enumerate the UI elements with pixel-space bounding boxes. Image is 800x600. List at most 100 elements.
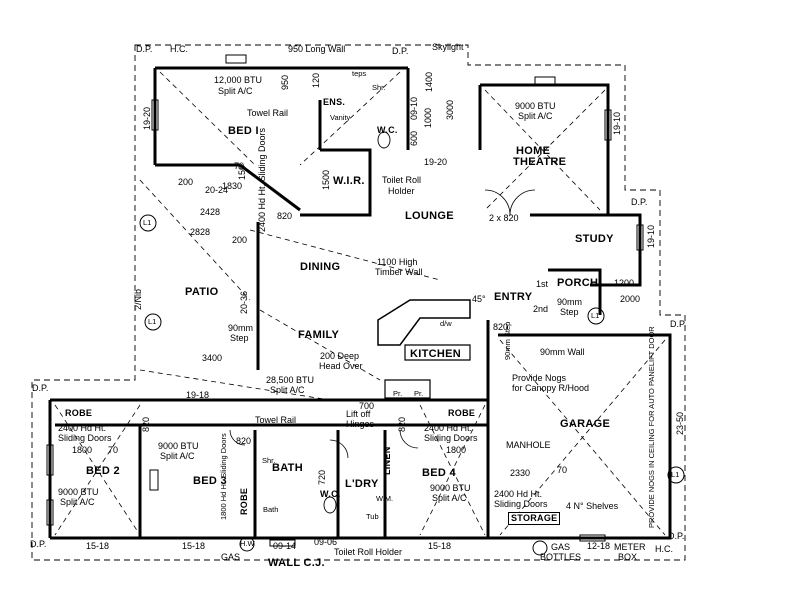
note-downpipe: D.P. (30, 539, 47, 549)
note-manhole: MANHOLE (506, 440, 551, 450)
dimension: 3400 (202, 353, 223, 363)
note-timber-wall: Timber Wall (375, 267, 423, 277)
dimension: 15-18 (86, 541, 110, 551)
note-head-depth: 200 Deep (320, 351, 360, 361)
dimension: 20-36 (239, 290, 249, 314)
room-bed4: BED 4 (422, 467, 456, 479)
note-step-height: 90mm (557, 297, 583, 307)
note-provide-nogs: Provide Nogs (512, 373, 567, 383)
note-control-joint: WALL C.J. (268, 557, 325, 569)
note-step: Step (230, 333, 249, 343)
section-label: L1 (591, 311, 600, 320)
dimension: 720 (317, 469, 327, 485)
dimension: 70 (108, 445, 119, 455)
dimension: 70 (234, 161, 245, 171)
gas-bottle-marker (532, 540, 548, 556)
dimension: 09-06 (314, 537, 338, 547)
note-sliding-doors: Sliding Doors (494, 499, 548, 509)
room-home-theatre-line2: THEATRE (513, 156, 567, 168)
dimension: 19-20 (424, 157, 448, 167)
dimension: 600 (409, 130, 419, 146)
note-downpipe: D.P. (670, 319, 687, 329)
note-sliding-doors: Sliding Doors (58, 433, 112, 443)
dimension: 1800 (446, 445, 467, 455)
section-marker-l1-d (667, 466, 685, 484)
note-skylight: Skylight (432, 42, 464, 52)
kitchen-island (404, 344, 471, 361)
room-porch: PORCH (557, 277, 599, 289)
note-ac-type: Split A/C (518, 111, 553, 121)
room-bath: BATH (272, 462, 303, 474)
note-sliding-doors: 1800 Hd Ht. Sliding Doors (219, 433, 228, 520)
note-downpipe: D.P. (668, 531, 685, 541)
note-toilet-roll-holder: Toilet Roll Holder (334, 547, 403, 557)
note-pantry: Pr. (393, 389, 403, 398)
room-robe-bed3: ROBE (239, 487, 249, 515)
dimension: 19-10 (612, 111, 622, 135)
note-tub: Tub (366, 512, 379, 521)
room-wc-ensuite: W.C. (377, 125, 398, 135)
kitchen-bench (377, 299, 471, 346)
dimension: 950 (280, 74, 290, 90)
room-wc: W.C. (320, 489, 341, 499)
dimension: 19-18 (186, 390, 210, 400)
roof-outline (31, 44, 686, 561)
note-door-height: 2400 Hd Ht. (58, 423, 107, 433)
room-bed1: BED I (228, 125, 259, 137)
note-gas: GAS (221, 552, 241, 562)
room-storage: STORAGE (508, 512, 561, 525)
note-toilet-roll: Toilet Roll (382, 175, 422, 185)
room-dining: DINING (300, 261, 341, 273)
note-step: Step (560, 307, 579, 317)
note-ac-capacity: 12,000 BTU (214, 75, 263, 85)
room-study: STUDY (575, 233, 614, 245)
dimension: 1200 (614, 278, 635, 288)
room-patio: PATIO (185, 286, 219, 298)
section-marker-l1-a (139, 214, 157, 232)
section-label: L1 (671, 470, 680, 479)
dimension: 19-10 (646, 224, 656, 248)
note-ac-type: Split A/C (432, 493, 467, 503)
note-pantry: Pr. (414, 389, 424, 398)
note-vanity: Vanity (330, 113, 351, 122)
dimension: 1830 (222, 181, 243, 191)
note-ceiling-nogs: PROVIDE NOGS IN CEILING FOR AUTO PANELIF… (647, 326, 656, 528)
section-marker-l1-c (587, 307, 605, 325)
room-garage: GARAGE (560, 418, 611, 430)
note-door-height: 2400 Hd Ht. (494, 489, 543, 499)
dimension: 15-18 (428, 541, 452, 551)
note-shower: Shr. (262, 456, 276, 465)
room-home-theatre-line1: HOME (516, 145, 551, 157)
note-head-over: Head Over (319, 361, 363, 371)
note-towel-rail: Towel Rail (247, 108, 289, 118)
dimension: 1000 (423, 107, 433, 128)
note-dishwasher: d/w (440, 319, 452, 328)
dimension: 2428 (200, 207, 221, 217)
note-ac-type: Split A/C (270, 385, 305, 395)
wall-porch (548, 268, 602, 315)
note-timber-wall-height: 1100 High (377, 257, 418, 267)
dimension: 09-10 (409, 96, 419, 120)
note-holder: Holder (388, 186, 415, 196)
note-door-height: 2400 Hd Ht. (424, 423, 473, 433)
note-first-step: 1st (536, 279, 549, 289)
room-bed2: BED 2 (86, 465, 120, 477)
note-step-height: 90mm (228, 323, 254, 333)
room-robe-bed2: ROBE (65, 408, 93, 418)
dimension: 820 (141, 416, 151, 432)
note-hose-cock: H.C. (170, 44, 188, 54)
note-ac-type: Split A/C (160, 451, 195, 461)
note-sliding-doors: Sliding Doors (424, 433, 478, 443)
note-steps: teps (352, 69, 367, 78)
note-canopy-rangehood: for Canopy R/Hood (512, 383, 590, 393)
dimension: 2000 (620, 294, 641, 304)
dimension: 200 (232, 235, 248, 245)
note-shelves: 4 N° Shelves (566, 501, 619, 511)
dimension: 09-14 (273, 541, 297, 551)
note-hot-water: H.W (240, 539, 255, 548)
dimension: 1400 (424, 71, 434, 92)
room-family: FAMILY (298, 329, 340, 341)
dimension: 1500 (321, 169, 331, 190)
wall-angled (239, 163, 301, 212)
note-sliding-doors: 2400 Hd Ht. Sliding Doors (257, 127, 267, 232)
